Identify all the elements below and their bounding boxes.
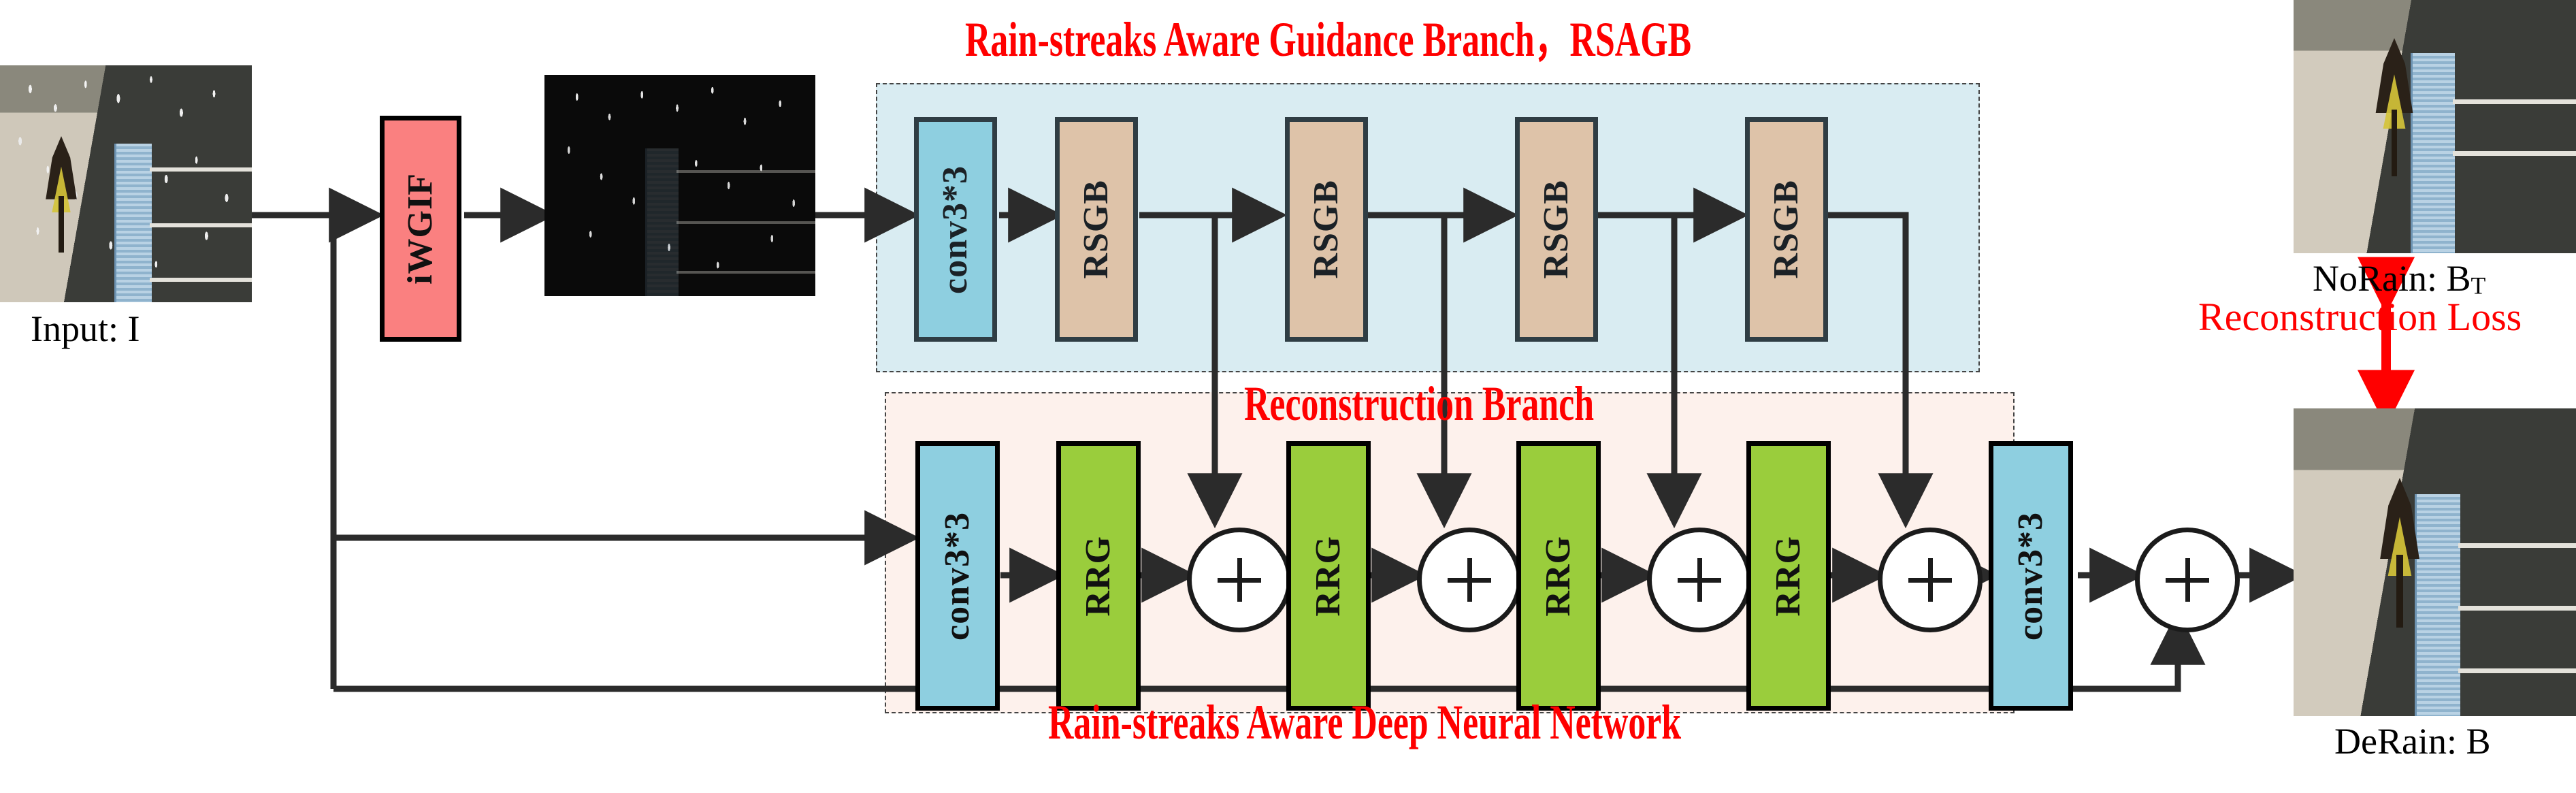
- reconstruction-conv-out[interactable]: conv3*3: [1989, 441, 2073, 711]
- iwgif-block-label: iWGIF: [401, 173, 440, 285]
- reconstruction-rrg-1-label: RRG: [1079, 535, 1118, 617]
- reconstruction-rrg-2[interactable]: RRG: [1286, 441, 1371, 711]
- reconstruction-rrg-1[interactable]: RRG: [1056, 441, 1141, 711]
- guidance-rsgb-3-label: RSGB: [1537, 180, 1576, 279]
- guidance-rsgb-1-label: RSGB: [1077, 180, 1115, 279]
- reconstruction-loss-label: Reconstruction Loss: [2198, 295, 2522, 339]
- reconstruction-add-3[interactable]: [1647, 528, 1752, 632]
- rain-streak-image: [544, 75, 815, 296]
- derain-image: [2294, 408, 2576, 716]
- guidance-rsgb-1[interactable]: RSGB: [1055, 117, 1138, 342]
- iwgif-block[interactable]: iWGIF: [380, 116, 461, 342]
- reconstruction-conv-out-label: conv3*3: [2011, 511, 2050, 641]
- reconstruction-rrg-2-label: RRG: [1309, 535, 1348, 617]
- reconstruction-rrg-4[interactable]: RRG: [1746, 441, 1831, 711]
- reconstruction-rrg-4-label: RRG: [1769, 535, 1808, 617]
- reconstruction-add-1[interactable]: [1187, 528, 1292, 632]
- guidance-rsgb-2-label: RSGB: [1307, 180, 1346, 279]
- rsagb-branch-title: Rain-streaks Aware Guidance Branch，RSAGB: [965, 12, 1692, 67]
- derain-image-label: DeRain: B: [2334, 721, 2491, 762]
- reconstruction-rrg-3[interactable]: RRG: [1516, 441, 1601, 711]
- norain-subscript: T: [2471, 272, 2486, 300]
- reconstruction-add-4[interactable]: [1878, 528, 1983, 632]
- norain-label-text: NoRain: B: [2313, 258, 2471, 299]
- guidance-conv-in[interactable]: conv3*3: [914, 117, 997, 342]
- reconstruction-conv-in-label: conv3*3: [938, 511, 977, 641]
- guidance-rsgb-3[interactable]: RSGB: [1515, 117, 1598, 342]
- reconstruction-rrg-3-label: RRG: [1539, 535, 1578, 617]
- guidance-rsgb-2[interactable]: RSGB: [1285, 117, 1368, 342]
- reconstruction-add-2[interactable]: [1417, 528, 1522, 632]
- input-image: [0, 65, 252, 302]
- network-title: Rain-streaks Aware Deep Neural Network: [1048, 695, 1682, 749]
- guidance-rsgb-4[interactable]: RSGB: [1745, 117, 1828, 342]
- norain-image-label: NoRain: BT: [2313, 257, 2485, 300]
- output-add[interactable]: [2135, 528, 2240, 632]
- reconstruction-branch-title: Reconstruction Branch: [1244, 376, 1595, 431]
- reconstruction-conv-in[interactable]: conv3*3: [915, 441, 1000, 711]
- input-image-label: Input: I: [31, 308, 140, 349]
- guidance-conv-in-label: conv3*3: [936, 165, 975, 294]
- guidance-rsgb-4-label: RSGB: [1767, 180, 1806, 279]
- norain-image: [2294, 0, 2576, 253]
